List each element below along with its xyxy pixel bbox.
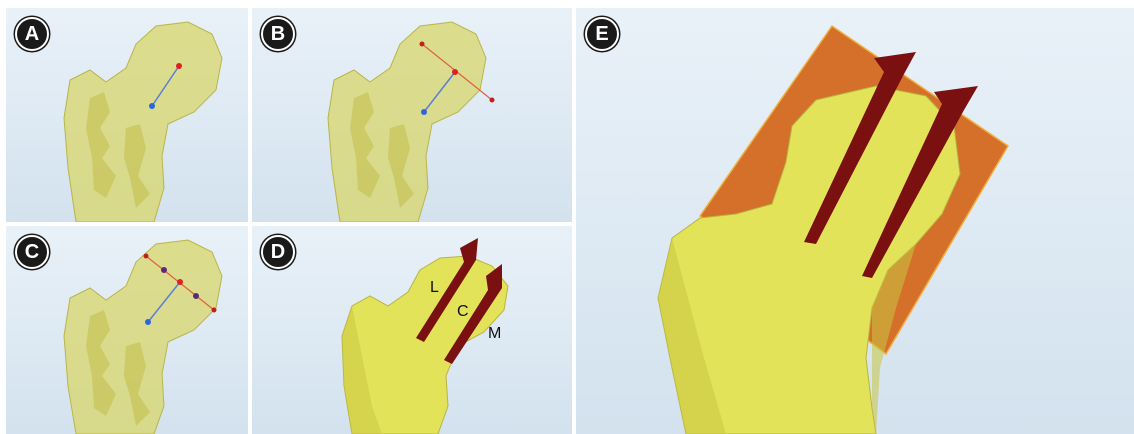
head-edge-marker-top: [420, 42, 425, 47]
neck-point-marker: [421, 109, 427, 115]
trisection-marker-1: [161, 267, 167, 273]
neck-point-marker: [145, 319, 151, 325]
femur-cut-plane-view: [576, 8, 1134, 434]
head-center-marker: [452, 69, 458, 75]
panel-label-b: B: [261, 17, 295, 51]
panel-b: B: [252, 8, 572, 222]
panel-label-c: C: [15, 235, 49, 269]
panel-label-a: A: [15, 17, 49, 51]
zone-label-medial: M: [488, 325, 501, 342]
panel-label-e: E: [585, 17, 619, 51]
head-edge-marker-bottom: [490, 98, 495, 103]
panel-a: A: [6, 8, 248, 222]
head-edge-marker-bottom: [212, 308, 217, 313]
zone-label-lateral: L: [430, 279, 439, 296]
panel-label-d: D: [261, 235, 295, 269]
head-edge-marker-top: [144, 254, 149, 259]
trisection-marker-2: [193, 293, 199, 299]
head-center-marker: [177, 279, 183, 285]
panel-d: L C M D: [252, 226, 572, 434]
zone-label-central: C: [457, 303, 469, 320]
head-center-marker: [176, 63, 182, 69]
panel-c: C: [6, 226, 248, 434]
femur-cut-view: L C M: [252, 226, 572, 434]
neck-point-marker: [149, 103, 155, 109]
panel-e: E: [576, 8, 1134, 434]
femur-translucent-view: [252, 8, 572, 222]
